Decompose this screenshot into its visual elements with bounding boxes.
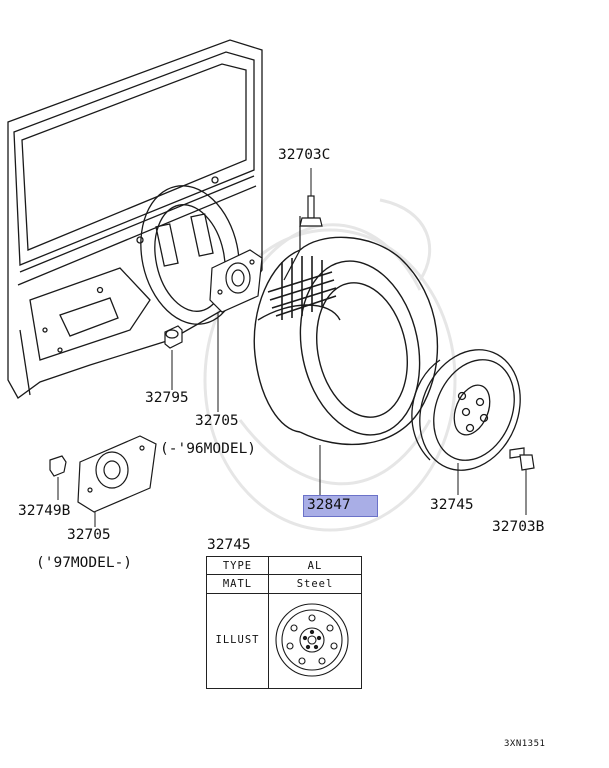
part-label-32703b[interactable]: 32703B — [492, 519, 545, 535]
cell-matl-key: MATL — [222, 578, 253, 590]
tailgate — [7, 39, 263, 399]
cell-illust-key: ILLUST — [215, 634, 260, 646]
cell-type-key: TYPE — [222, 560, 253, 572]
wheel-32745 — [411, 349, 521, 471]
part-label-32703c[interactable]: 32703C — [278, 147, 331, 163]
bolt-32703b — [509, 447, 535, 471]
table-row — [207, 575, 361, 594]
tread-pattern — [267, 256, 337, 320]
part-label-32795[interactable]: 32795 — [145, 390, 189, 406]
diagram-code: 3XN1351 — [504, 739, 546, 749]
part-label-32705-96[interactable]: 32705 — [195, 413, 239, 429]
table-row — [207, 557, 361, 575]
carrier-bracket-96 — [209, 249, 263, 313]
table-divider — [268, 557, 269, 688]
cell-matl-value: Steel — [296, 578, 334, 590]
table-title: 32745 — [207, 537, 251, 553]
wheel-illustration — [275, 603, 349, 677]
nut-32795 — [164, 325, 183, 349]
cell-type-value: AL — [307, 560, 323, 572]
model-note-96: (-'96MODEL) — [160, 441, 257, 457]
part-label-32749b[interactable]: 32749B — [18, 503, 71, 519]
part-label-32745[interactable]: 32745 — [430, 497, 474, 513]
model-note-97: ('97MODEL-) — [36, 555, 133, 571]
tire-32847 — [253, 236, 439, 446]
part-label-32705-97[interactable]: 32705 — [67, 527, 111, 543]
part-label-32847[interactable]: 32847 — [307, 497, 351, 513]
highlight-32847 — [303, 495, 378, 517]
watermark-emblem — [203, 198, 457, 532]
carrier-bracket-97 — [77, 435, 157, 513]
wheel-spec-table: TYPE AL MATL Steel ILLUST — [206, 556, 362, 689]
nut-32749b — [49, 455, 67, 477]
